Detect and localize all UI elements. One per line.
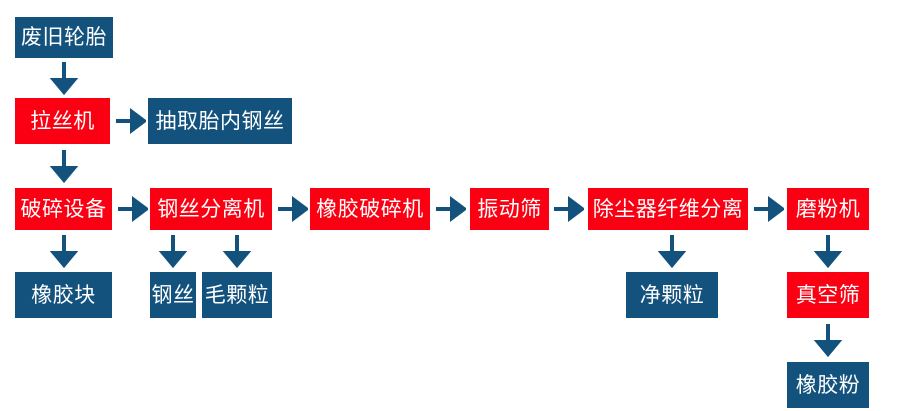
arrow-right-crusher-to-wire_separator (116, 193, 148, 225)
node-mill[interactable]: 磨粉机 (787, 188, 869, 230)
arrow-right-vibrating_sieve-to-fiber_separator (552, 193, 584, 225)
node-label: 振动筛 (477, 196, 542, 221)
node-label: 毛颗粒 (204, 282, 270, 307)
arrow-right-rubber_crusher-to-vibrating_sieve (434, 193, 466, 225)
node-rubber_powder[interactable]: 橡胶粉 (787, 362, 869, 408)
node-bead_wire[interactable]: 抽取胎内钢丝 (148, 98, 292, 144)
node-waste_tire[interactable]: 废旧轮胎 (15, 17, 113, 58)
node-label: 真空筛 (795, 282, 861, 307)
node-rubber_block[interactable]: 橡胶块 (15, 272, 112, 318)
node-label: 废旧轮胎 (21, 25, 107, 49)
node-label: 钢丝分离机 (157, 196, 265, 221)
arrow-right-fiber_separator-to-mill (752, 193, 784, 225)
node-vacuum_sieve[interactable]: 真空筛 (787, 272, 869, 318)
node-label: 橡胶粉 (795, 372, 861, 397)
arrow-down-mill-to-vacuum_sieve (812, 234, 844, 268)
node-label: 破碎设备 (20, 196, 107, 221)
node-fiber_separator[interactable]: 除尘器纤维分离 (588, 188, 748, 230)
node-wire_separator[interactable]: 钢丝分离机 (150, 188, 272, 230)
node-wire_drawer[interactable]: 拉丝机 (15, 98, 110, 144)
arrow-right-wire_drawer-to-bead_wire (114, 105, 146, 137)
node-steel_wire[interactable]: 钢丝 (150, 272, 196, 318)
node-label: 钢丝 (151, 282, 195, 307)
node-label: 橡胶破碎机 (316, 196, 424, 221)
node-hairy_granule[interactable]: 毛颗粒 (202, 272, 272, 318)
arrow-down-wire_separator-to-steel_wire (157, 234, 189, 268)
node-vibrating_sieve[interactable]: 振动筛 (470, 188, 549, 230)
node-label: 除尘器纤维分离 (592, 196, 744, 221)
arrow-down-wire_drawer-to-crusher (48, 148, 80, 184)
node-label: 橡胶块 (31, 282, 96, 307)
arrow-down-crusher-to-rubber_block (48, 234, 80, 268)
node-crusher[interactable]: 破碎设备 (15, 188, 112, 230)
node-label: 抽取胎内钢丝 (155, 108, 285, 133)
arrow-down-waste_tire-to-wire_drawer (48, 60, 80, 96)
node-rubber_crusher[interactable]: 橡胶破碎机 (310, 188, 430, 230)
node-label: 拉丝机 (30, 108, 95, 133)
arrow-down-vacuum_sieve-to-rubber_powder (812, 322, 844, 358)
arrow-down-fiber_separator-to-clean_granule (656, 234, 688, 268)
node-label: 磨粉机 (795, 196, 861, 221)
arrow-down-wire_separator-to-hairy_granule (221, 234, 253, 268)
node-label: 净颗粒 (639, 282, 705, 307)
node-clean_granule[interactable]: 净颗粒 (626, 272, 718, 318)
arrow-right-wire_separator-to-rubber_crusher (276, 193, 308, 225)
